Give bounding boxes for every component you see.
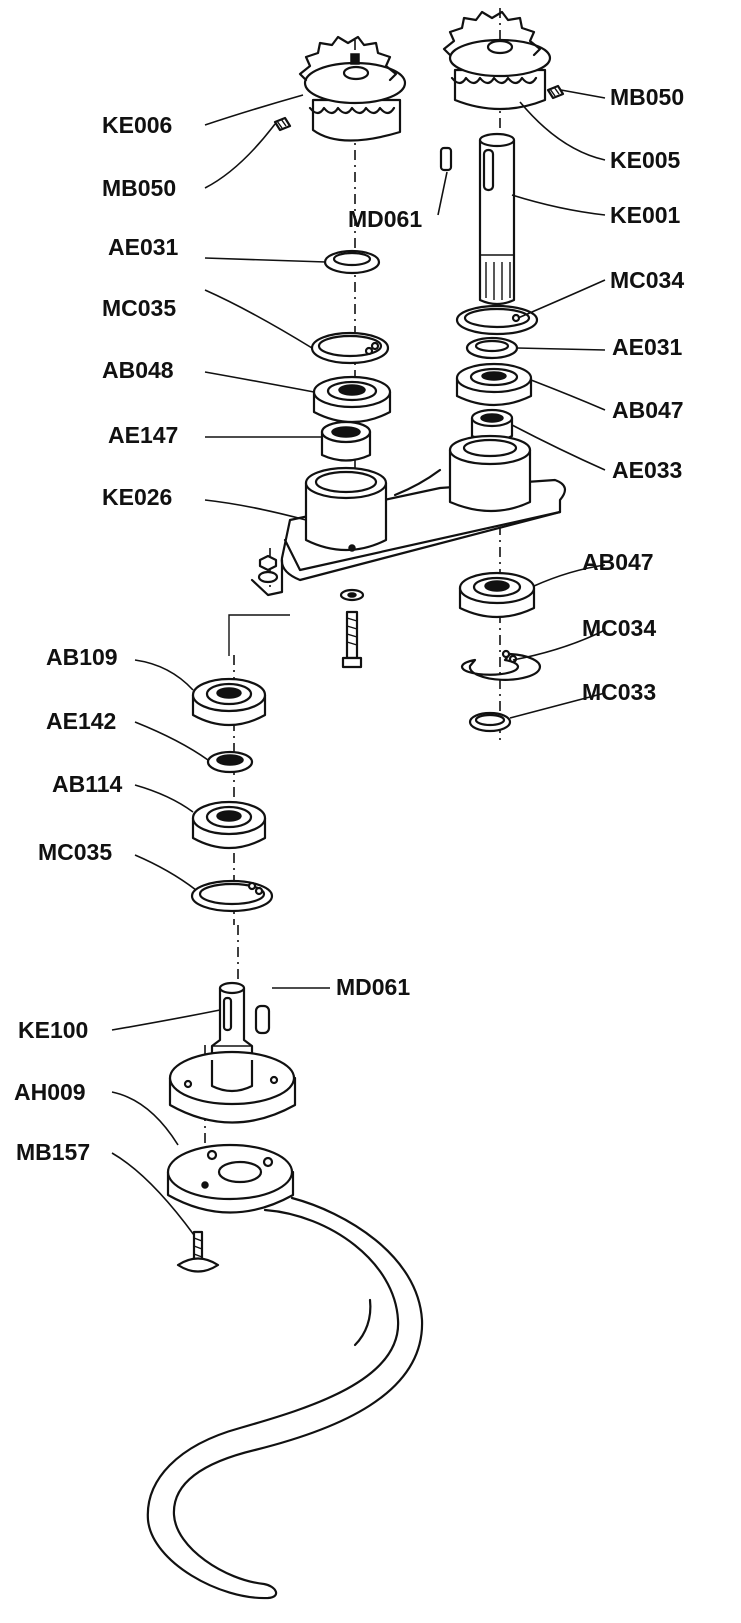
sprocket-ke006 xyxy=(298,35,407,142)
label-md061-top: MD061 xyxy=(348,206,422,232)
bearing-ab047-top xyxy=(455,362,533,406)
label-ke006: KE006 xyxy=(102,112,172,138)
label-mc033: MC033 xyxy=(582,679,656,705)
label-ae031-right: AE031 xyxy=(612,334,683,360)
bearing-ab047-bottom xyxy=(458,571,536,618)
label-ab047-bottom: AB047 xyxy=(582,549,654,575)
label-mb050-right: MB050 xyxy=(610,84,684,110)
key-md061-bottom xyxy=(254,1004,271,1035)
ring-ae031-right xyxy=(465,336,519,360)
leader-lines xyxy=(111,89,606,1236)
circlip-mc033 xyxy=(468,711,512,733)
housing-ke026 xyxy=(280,434,567,582)
bearing-ab114 xyxy=(191,800,267,849)
part-labels: KE006 MB050 MB050 KE005 MD061 KE001 AE03… xyxy=(14,84,684,1165)
shaft-ke001 xyxy=(478,132,516,306)
bushing-ae147 xyxy=(320,420,372,462)
dough-hook xyxy=(146,1196,424,1600)
label-ae033: AE033 xyxy=(612,457,682,483)
sprocket-ke005 xyxy=(442,10,552,111)
label-mc034-top: MC034 xyxy=(610,267,684,293)
key-md061-top xyxy=(439,146,453,172)
circlip-mc035-top xyxy=(310,331,390,365)
label-ae142: AE142 xyxy=(46,708,116,734)
label-ab114: AB114 xyxy=(52,771,123,797)
label-ke026: KE026 xyxy=(102,484,172,510)
label-ab109: AB109 xyxy=(46,644,118,670)
circlip-mc034-top xyxy=(455,304,539,336)
label-ab047-top: AB047 xyxy=(612,397,684,423)
circlip-mc035-bottom xyxy=(190,879,274,913)
ring-ae031-left xyxy=(323,249,381,275)
label-ke005: KE005 xyxy=(610,147,681,173)
label-mc035-top: MC035 xyxy=(102,295,176,321)
label-ab048: AB048 xyxy=(102,357,174,383)
label-mc034-bottom: MC034 xyxy=(582,615,656,641)
set-screw-mb050-left xyxy=(273,116,292,132)
nut-washer-small xyxy=(250,554,284,597)
label-ae031-left: AE031 xyxy=(108,234,179,260)
label-mb050-left: MB050 xyxy=(102,175,176,201)
screw-mb157 xyxy=(176,1230,220,1273)
bearing-ab109 xyxy=(191,677,267,726)
label-md061-bottom: MD061 xyxy=(336,974,410,1000)
label-mc035-bottom: MC035 xyxy=(38,839,112,865)
disk-ah009 xyxy=(166,1143,295,1214)
label-ke001: KE001 xyxy=(610,202,681,228)
circlip-mc034-bottom xyxy=(460,649,542,681)
label-ah009: AH009 xyxy=(14,1079,86,1105)
label-mb157: MB157 xyxy=(16,1139,90,1165)
set-screw-mb050-right xyxy=(546,84,565,100)
ring-ae142 xyxy=(206,750,254,774)
bearing-ab048 xyxy=(312,375,392,424)
bolt-under-housing xyxy=(339,588,365,669)
label-ke100: KE100 xyxy=(18,1017,88,1043)
label-ae147: AE147 xyxy=(108,422,178,448)
flange-ke100 xyxy=(168,1050,297,1124)
